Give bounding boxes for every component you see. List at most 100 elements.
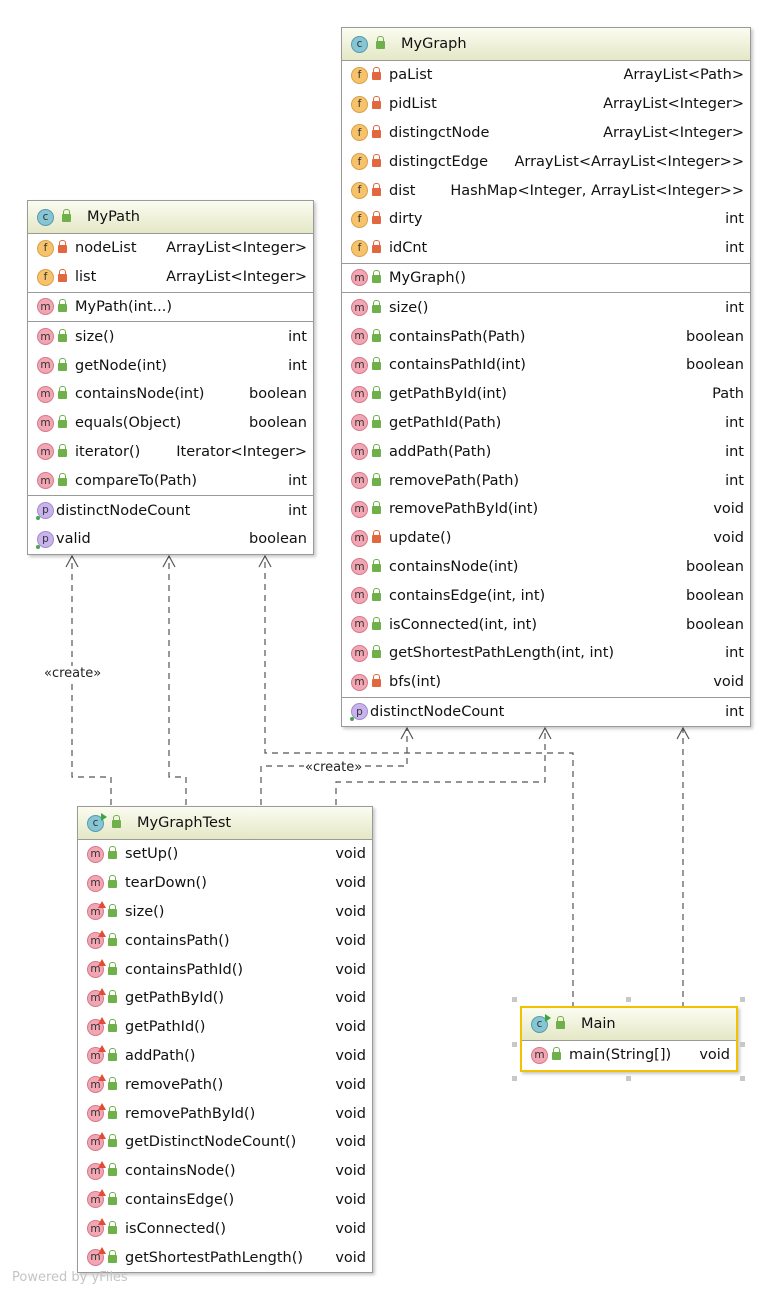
method-icon: m [351,673,368,691]
private-lock-icon [58,269,67,283]
member-type: ArrayList<Path> [623,67,744,84]
member-type: ArrayList<Integer> [166,240,307,257]
selection-handle[interactable] [512,1042,517,1047]
method-icon: m [37,328,54,346]
selection-handle[interactable] [626,1076,631,1081]
public-lock-icon [58,443,67,457]
method-icon: m [351,616,368,634]
member-name: removePath(Path) [389,472,520,489]
member-type: int [725,299,744,316]
member-type: int [288,502,307,519]
member-type: void [335,1163,366,1180]
member-type: boolean [686,328,744,345]
selection-handle[interactable] [512,1076,517,1081]
public-lock-icon [372,558,381,572]
public-lock-icon [372,501,381,515]
public-lock-icon [58,386,67,400]
private-lock-icon [372,96,381,110]
selection-handle[interactable] [512,997,517,1002]
member-name: main(String[]) [569,1047,672,1064]
member-name: size() [75,328,115,345]
test-method-icon: m [87,1218,106,1238]
public-lock-icon [108,990,117,1004]
member-type: void [335,961,366,978]
member-name: getNode(int) [75,357,167,374]
public-lock-icon [372,472,381,486]
private-lock-icon [372,211,381,225]
public-lock-icon [108,1191,117,1205]
method-icon: m [37,298,54,316]
member-name: equals(Object) [75,415,182,432]
private-lock-icon [372,67,381,81]
member-type: int [725,645,744,662]
member-type: void [335,1019,366,1036]
selection-handle[interactable] [740,997,745,1002]
selection-handle[interactable] [740,1076,745,1081]
member-name: list [75,269,97,286]
member-name: compareTo(Path) [75,472,198,489]
field-icon: f [351,153,368,171]
selection-handle[interactable] [740,1042,745,1047]
public-lock-icon [58,328,67,342]
selection-handle[interactable] [626,997,631,1002]
